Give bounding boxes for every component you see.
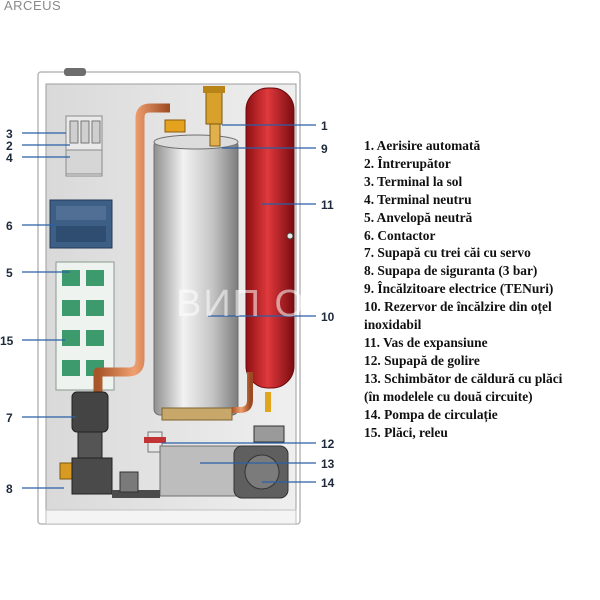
callout-7: 7 [6,411,13,425]
copper-pipe [93,103,186,416]
drain-valve [144,431,166,453]
legend-item: 12. Supapă de golire [364,352,480,368]
callout-9: 9 [321,142,328,156]
callout-4: 4 [6,151,13,165]
callout-5: 5 [6,266,13,280]
expansion-vessel [245,87,295,389]
callout-13: 13 [321,457,335,471]
legend-item: 11. Vas de expansiune [364,334,488,350]
legend-item: 8. Supapa de siguranta (3 bar) [364,263,538,279]
leader-lines [22,124,316,489]
safety-valve [59,457,113,495]
callout-11: 11 [321,198,334,212]
callout-15: 15 [0,334,14,348]
legend-item: 7. Supapă cu trei căi cu servo [364,245,531,261]
contactor-block [49,199,113,249]
brand-logo-text: ARCEUS [4,0,62,13]
legend-item: 2. Întrerupător [364,155,451,171]
legend-item: 13. Schimbător de căldură cu plăci [364,370,563,386]
legend-item: 9. Încălzitoare electrice (TENuri) [364,281,554,297]
callout-8: 8 [6,482,13,496]
plate-heat-exchanger [159,445,241,497]
legend-item: (în modelele cu două circuite) [364,388,533,404]
legend-item: 10. Rezervor de încălzire din oțel [364,299,552,315]
stainless-tank [153,134,239,421]
legend-item: 1. Aerisire automată [364,138,481,153]
callout-2: 2 [6,139,13,153]
legend-item: 5. Anvelopă neutră [364,209,473,225]
callout-1: 1 [321,119,328,133]
legend-item: 6. Contactor [364,227,436,243]
parts-legend: 1. Aerisire automată 2. Întrerupător 3. … [364,137,600,441]
callout-3: 3 [6,127,13,141]
legend-item: 4. Terminal neutru [364,191,472,207]
callout-12: 12 [321,437,335,451]
legend-item: 3. Terminal la sol [364,173,463,189]
automatic-air-vent [203,86,225,147]
legend-item: 15. Plăci, releu [364,424,448,440]
watermark-text: ВИП ОТО [176,283,362,325]
breaker-terminals [65,115,103,177]
callout-10: 10 [321,310,335,324]
callout-14: 14 [321,476,335,490]
legend-item: 14. Pompa de circulație [364,406,498,422]
callout-6: 6 [6,219,13,233]
legend-item: inoxidabil [364,317,422,333]
